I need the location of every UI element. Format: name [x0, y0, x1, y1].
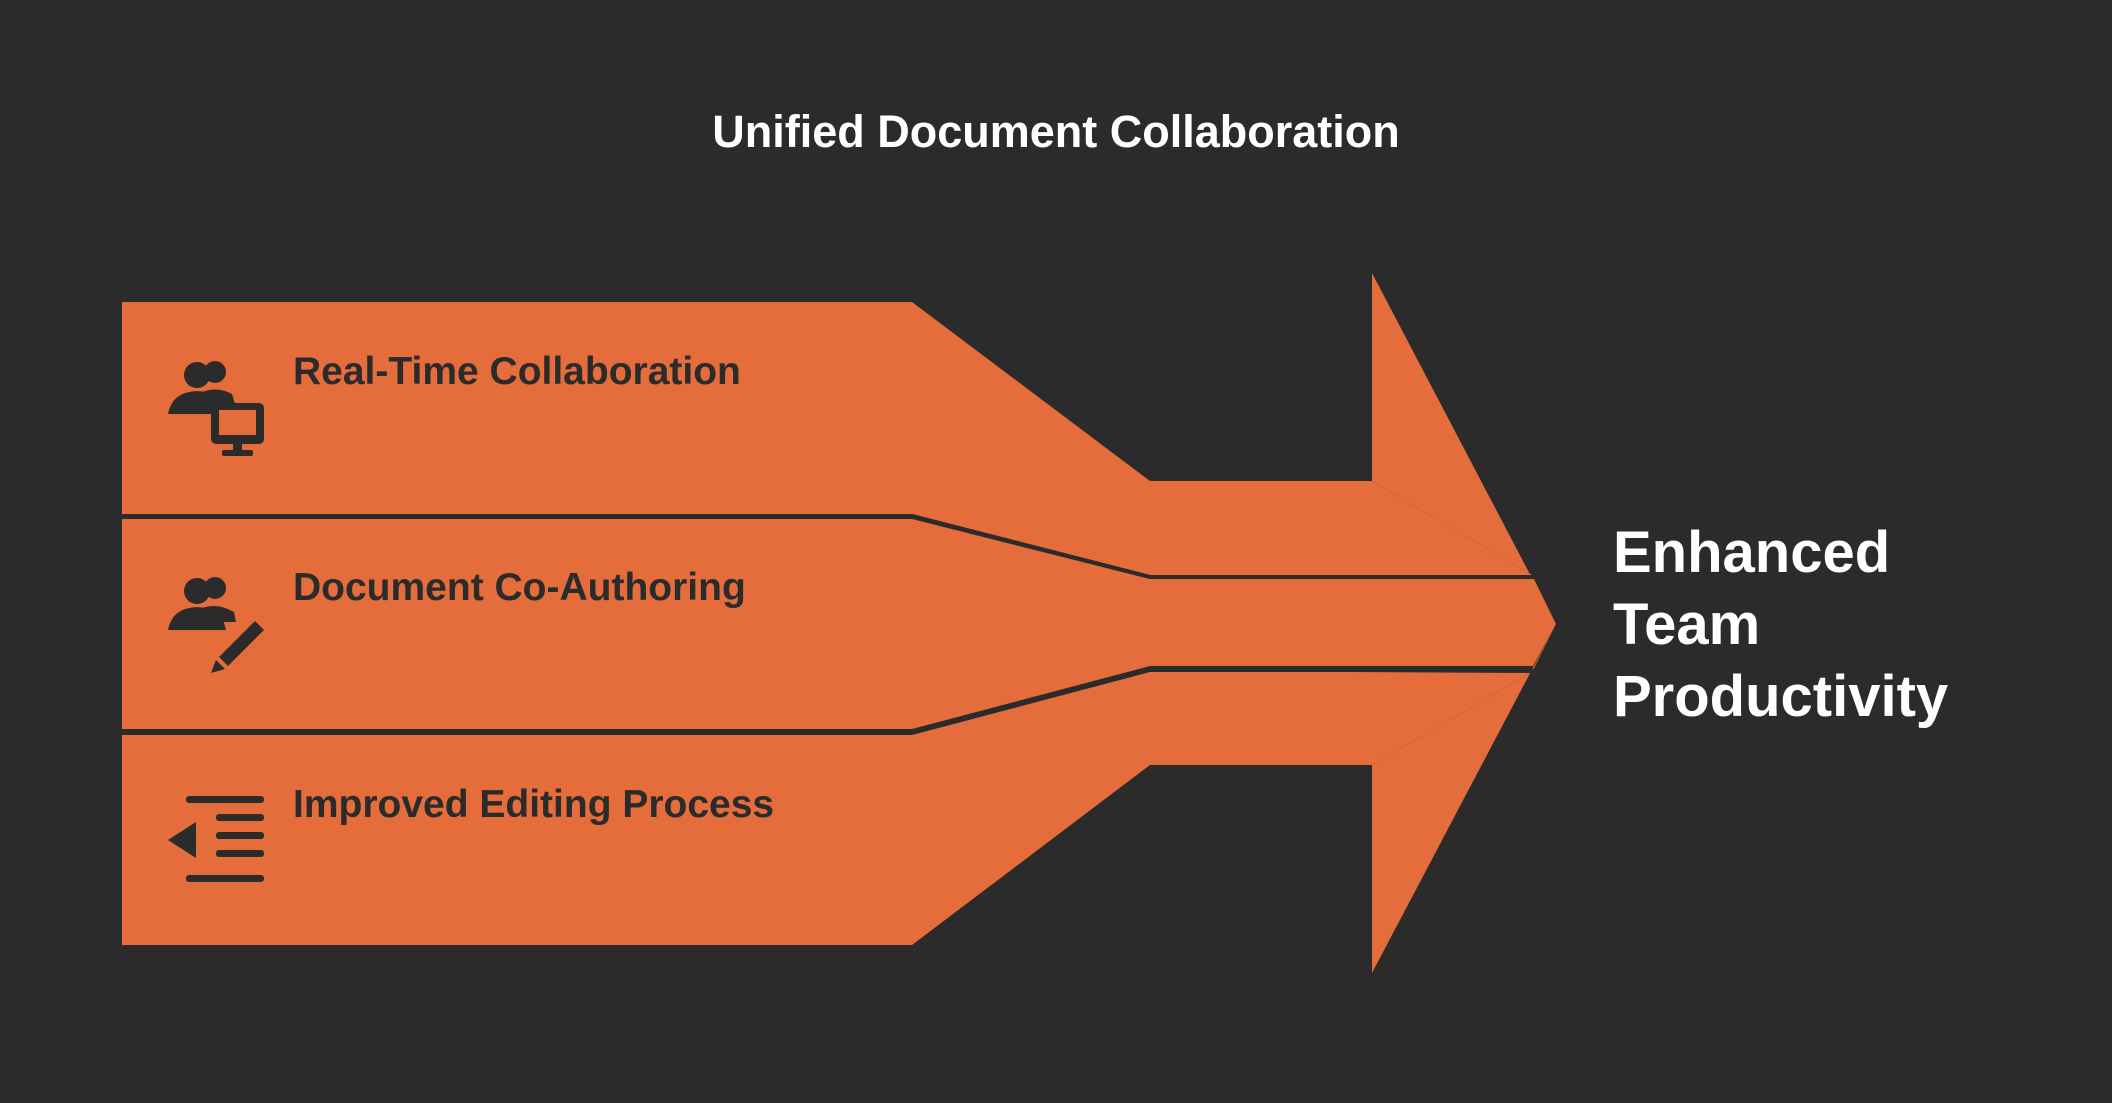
diagram-title: Unified Document Collaboration — [712, 106, 1400, 157]
input-item-document-co-authoring: Document Co-Authoring — [168, 566, 746, 673]
band-bottom — [122, 672, 1532, 945]
band-top — [122, 302, 1532, 575]
outdent-list-icon — [168, 796, 264, 882]
input-label-document-co-authoring: Document Co-Authoring — [293, 566, 746, 609]
input-label-improved-editing-process: Improved Editing Process — [293, 783, 774, 826]
arrow-shape — [122, 273, 1556, 973]
input-label-real-time-collaboration: Real-Time Collaboration — [293, 350, 741, 393]
arrowhead — [1372, 273, 1556, 973]
band-middle — [122, 519, 1556, 729]
outcome-text: Enhanced Team Productivity — [1613, 520, 1948, 729]
users-pencil-icon — [168, 577, 264, 673]
separator-bottom — [122, 666, 1536, 734]
outcome-line-2: Team — [1613, 592, 1760, 657]
users-monitor-icon — [168, 361, 264, 456]
separator-top — [122, 514, 1535, 579]
outcome-line-1: Enhanced — [1613, 520, 1890, 585]
input-item-improved-editing-process: Improved Editing Process — [168, 783, 774, 882]
input-item-real-time-collaboration: Real-Time Collaboration — [168, 350, 741, 456]
outcome-line-3: Productivity — [1613, 664, 1948, 729]
